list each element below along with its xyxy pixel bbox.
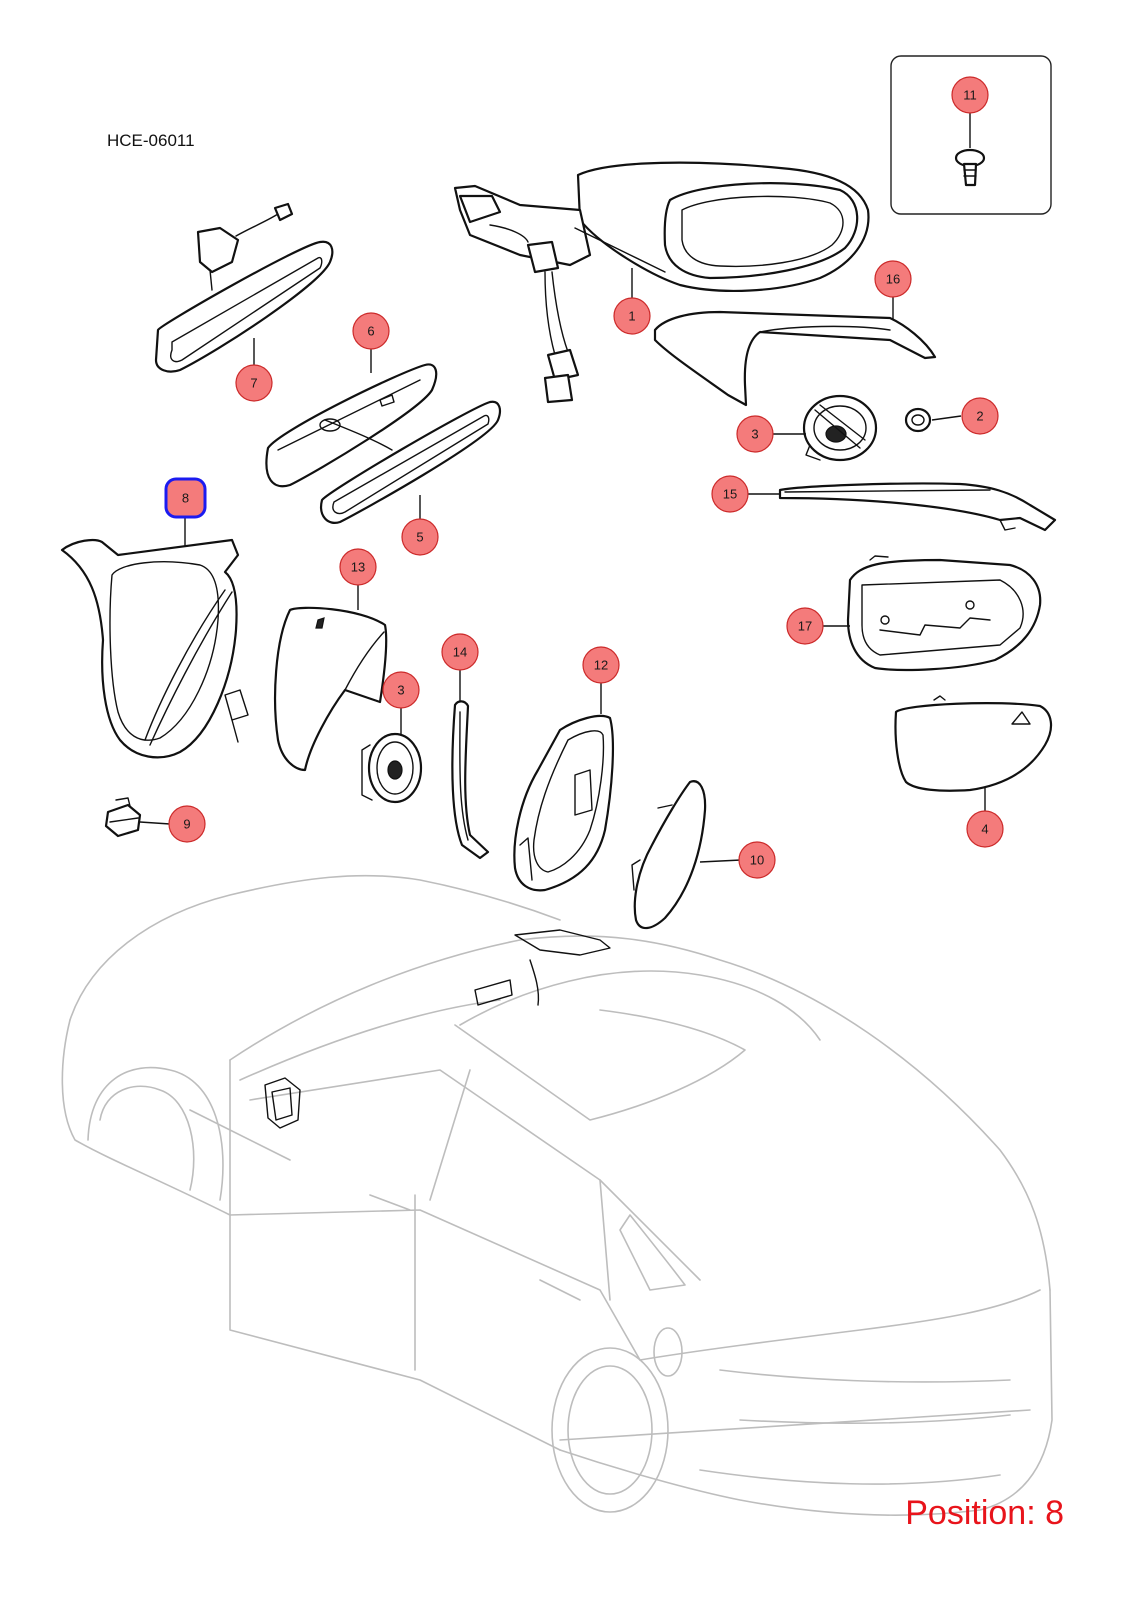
part-1-outside-mirror-assembly[interactable]	[453, 161, 870, 404]
inset-box-fastener	[890, 55, 1052, 215]
leader-lines	[139, 111, 986, 863]
callout-7[interactable]: 7	[235, 364, 273, 402]
callout-14[interactable]: 14	[441, 633, 479, 671]
callout-5[interactable]: 5	[401, 518, 439, 556]
part-2-clip[interactable]	[904, 407, 932, 433]
callout-12[interactable]: 12	[582, 646, 620, 684]
callout-17[interactable]: 17	[786, 607, 824, 645]
callout-9[interactable]: 9	[168, 805, 206, 843]
part-9-switch[interactable]	[104, 797, 142, 838]
diagram-code: HCE-06011	[107, 131, 195, 150]
part-7-interior-rearview-mirror[interactable]	[154, 202, 334, 373]
callout-2[interactable]: 2	[961, 397, 999, 435]
part-13-mirror-cover[interactable]	[274, 606, 388, 772]
callout-3-upper[interactable]: 3	[736, 415, 774, 453]
callout-4[interactable]: 4	[966, 810, 1004, 848]
part-14-trim-strip[interactable]	[451, 700, 490, 860]
part-12-mirror-frame[interactable]	[513, 714, 615, 892]
callout-8-selected[interactable]: 8	[164, 477, 207, 519]
callout-11[interactable]: 11	[951, 76, 989, 114]
part-11-screw[interactable]	[954, 148, 986, 187]
callout-13[interactable]: 13	[339, 548, 377, 586]
part-5-mirror-glass[interactable]	[320, 400, 501, 524]
part-10-mirror-glass[interactable]	[631, 780, 707, 930]
position-label: Position: 8	[905, 1494, 1064, 1532]
callout-1[interactable]: 1	[613, 297, 651, 335]
callout-16[interactable]: 16	[874, 260, 912, 298]
part-4-outside-mirror-glass[interactable]	[894, 695, 1053, 792]
part-15-turn-signal-lamp[interactable]	[778, 482, 1057, 532]
part-6-mirror-housing[interactable]	[265, 363, 438, 488]
part-16-cover-cap[interactable]	[653, 310, 937, 407]
part-17-mirror-base-housing[interactable]	[846, 555, 1042, 672]
part-8-outside-mirror-assembly[interactable]	[60, 538, 249, 759]
callout-3-lower[interactable]: 3	[382, 671, 420, 709]
car-outline	[61, 874, 1053, 1516]
part-3-mirror-actuator-upper[interactable]	[802, 394, 878, 462]
callout-15[interactable]: 15	[711, 475, 749, 513]
callout-6[interactable]: 6	[352, 312, 390, 350]
part-3-mirror-actuator-lower[interactable]	[361, 732, 423, 804]
callout-10[interactable]: 10	[738, 841, 776, 879]
